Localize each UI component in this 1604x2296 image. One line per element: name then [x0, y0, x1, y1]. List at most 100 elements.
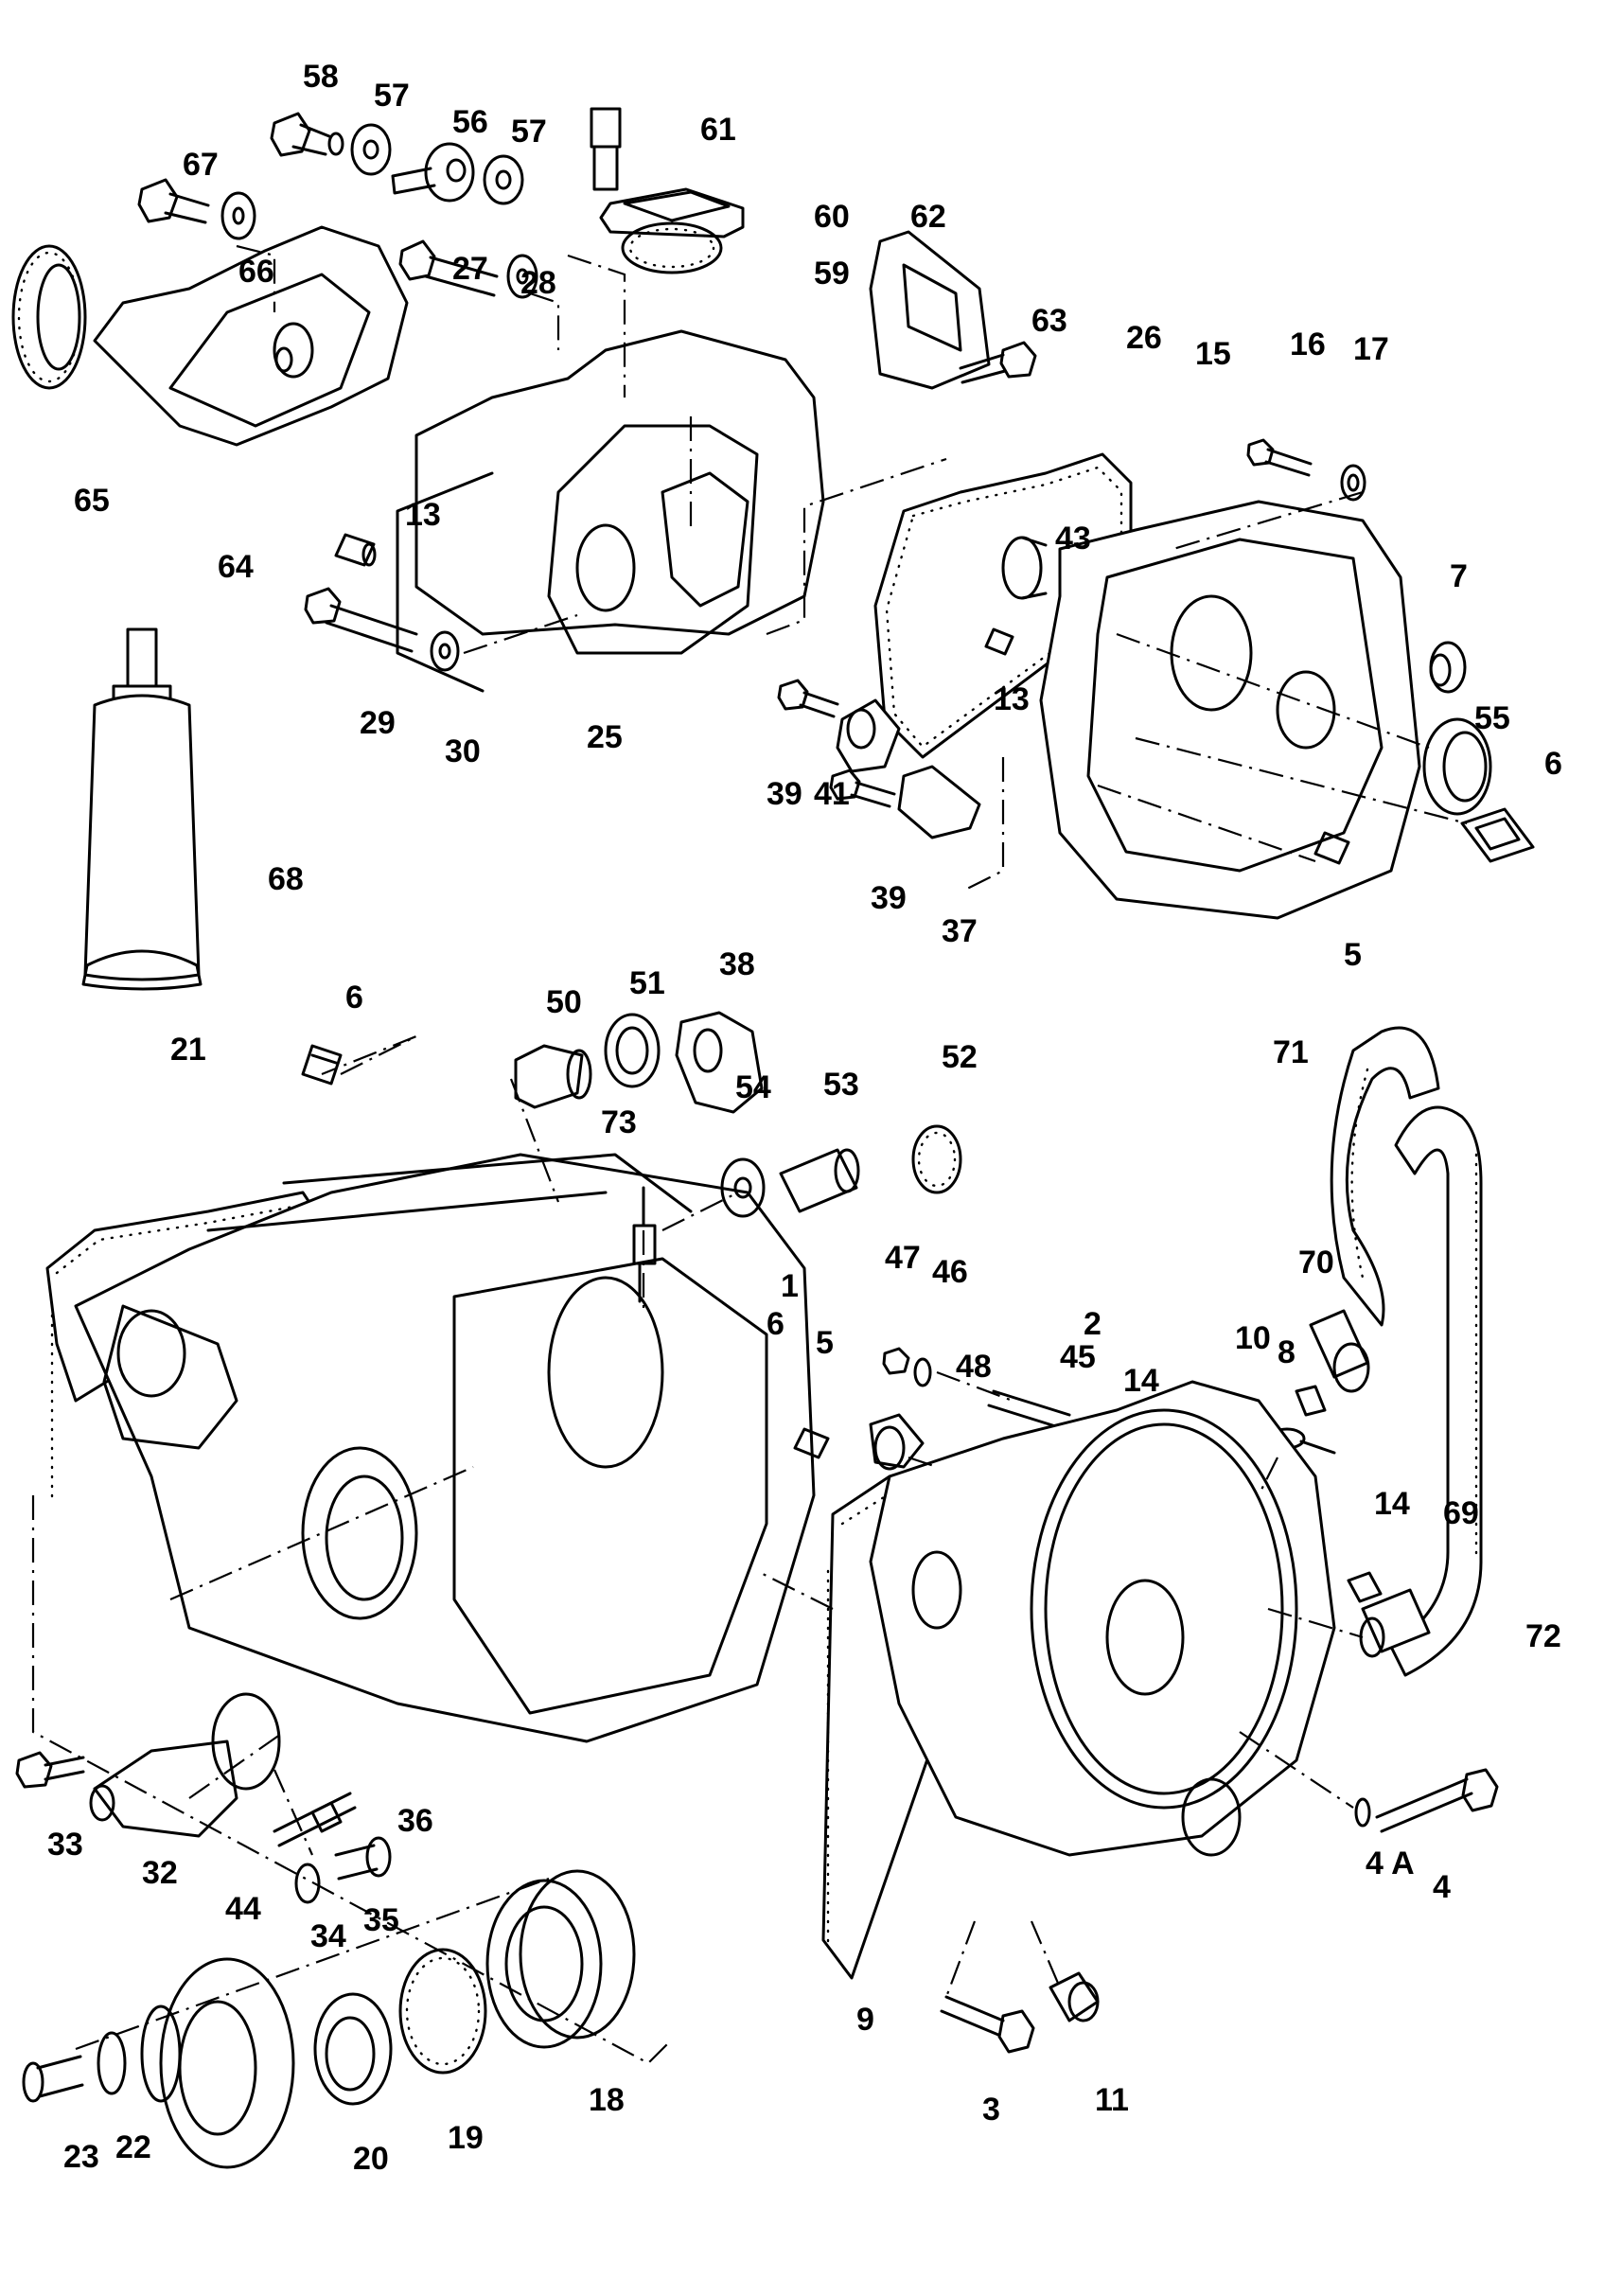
nut-47 — [882, 1347, 910, 1375]
washer-30 — [430, 630, 460, 672]
assembly-lines — [31, 244, 1468, 2065]
callout-7: 7 — [1450, 558, 1468, 594]
boot-38 — [675, 1011, 764, 1114]
callout-6b: 6 — [345, 980, 363, 1016]
callout-67: 67 — [183, 147, 219, 183]
bolt-61 — [590, 107, 622, 191]
callout-13a: 13 — [405, 497, 441, 533]
stud-45 — [987, 1389, 1071, 1431]
washer-28 — [506, 254, 538, 299]
callout-32: 32 — [142, 1855, 178, 1891]
callout-61: 61 — [700, 112, 736, 148]
callout-14a: 14 — [1123, 1363, 1159, 1399]
washer-4A — [1354, 1797, 1371, 1828]
gearbox-housing-25 — [396, 329, 825, 693]
bolt-67 — [137, 178, 210, 224]
callout-27: 27 — [452, 251, 488, 287]
callout-8: 8 — [1278, 1334, 1296, 1370]
flange-41 — [836, 698, 901, 773]
washer-57b — [483, 154, 524, 205]
intermediate-housing-15 — [1039, 500, 1421, 920]
dowel-13b — [984, 627, 1014, 656]
seal-55 — [1422, 717, 1492, 816]
callout-51: 51 — [629, 965, 665, 1001]
callout-1: 1 — [781, 1268, 799, 1304]
callout-41: 41 — [814, 776, 850, 812]
callout-5a: 5 — [1344, 937, 1362, 973]
o-ring-52 — [911, 1124, 962, 1194]
callout-44: 44 — [225, 1891, 261, 1927]
gearbox-case-21 — [74, 1153, 816, 1743]
callout-29: 29 — [360, 705, 396, 741]
callout-62: 62 — [910, 199, 946, 235]
callout-43: 43 — [1055, 521, 1091, 556]
bolt-23 — [22, 2055, 84, 2103]
callout-47: 47 — [885, 1240, 921, 1276]
callout-28: 28 — [520, 265, 556, 301]
callout-68: 68 — [268, 861, 304, 897]
dowel-5a — [1313, 831, 1350, 865]
cover-32 — [89, 1740, 238, 1838]
callout-25: 25 — [587, 719, 623, 755]
final-drive-cover-64 — [93, 225, 409, 447]
callout-9: 9 — [856, 2002, 874, 2038]
callout-53: 53 — [823, 1067, 859, 1103]
plug-43 — [1001, 536, 1048, 600]
callout-73: 73 — [601, 1104, 637, 1140]
tube-53 — [779, 1148, 860, 1213]
bearing-20 — [313, 1992, 393, 2106]
dowel-13a — [334, 533, 377, 567]
callout-46: 46 — [932, 1254, 968, 1290]
drain-plug-11 — [1049, 1971, 1100, 2022]
fitting-70 — [1309, 1309, 1370, 1393]
callout-2: 2 — [1084, 1306, 1102, 1342]
bolt-33 — [15, 1751, 85, 1789]
banjo-fitting-56 — [391, 142, 475, 203]
bush-6b — [301, 1044, 343, 1086]
callout-54: 54 — [735, 1069, 771, 1105]
callout-69: 69 — [1443, 1495, 1479, 1531]
callout-33: 33 — [47, 1827, 83, 1863]
callout-15: 15 — [1195, 336, 1231, 372]
callout-5b: 5 — [816, 1325, 834, 1361]
oil-seal-65 — [11, 244, 87, 390]
callout-16: 16 — [1290, 327, 1326, 362]
callout-6a: 6 — [1544, 746, 1562, 782]
seal-51 — [604, 1013, 661, 1088]
o-ring-19 — [398, 1948, 487, 2075]
sender-37 — [897, 765, 981, 839]
sealant-tube-68 — [81, 627, 203, 991]
callout-71: 71 — [1273, 1034, 1309, 1070]
washer-34 — [294, 1863, 321, 1904]
callout-56: 56 — [452, 104, 488, 140]
gasket-44 — [211, 1692, 281, 1791]
lock-washer-46 — [913, 1357, 932, 1387]
callout-60: 60 — [814, 199, 850, 235]
washer-66 — [220, 191, 256, 240]
callout-63: 63 — [1031, 303, 1067, 339]
washer-17 — [1340, 464, 1366, 502]
callout-45: 45 — [1060, 1339, 1096, 1375]
callout-64: 64 — [218, 549, 254, 585]
hose-71 — [1330, 1026, 1440, 1327]
dowel-5b — [793, 1427, 830, 1459]
callout-17: 17 — [1353, 331, 1389, 367]
synchro-18 — [485, 1869, 636, 2049]
bolt-27 — [398, 239, 499, 297]
callout-72: 72 — [1525, 1618, 1561, 1654]
spark-sender-73 — [632, 1186, 657, 1303]
callout-30: 30 — [445, 733, 481, 769]
banjo-bolt-58 — [270, 112, 344, 157]
sender-36 — [273, 1792, 357, 1847]
callout-66: 66 — [238, 254, 274, 290]
gasket-59 — [621, 221, 723, 274]
bolt-29 — [304, 587, 418, 653]
speedo-drive-50 — [514, 1044, 592, 1109]
washer-22 — [97, 2031, 127, 2095]
callout-57b: 57 — [511, 114, 547, 150]
callout-22: 22 — [115, 2129, 151, 2165]
callout-14b: 14 — [1374, 1486, 1410, 1522]
callout-39b: 39 — [871, 880, 907, 916]
